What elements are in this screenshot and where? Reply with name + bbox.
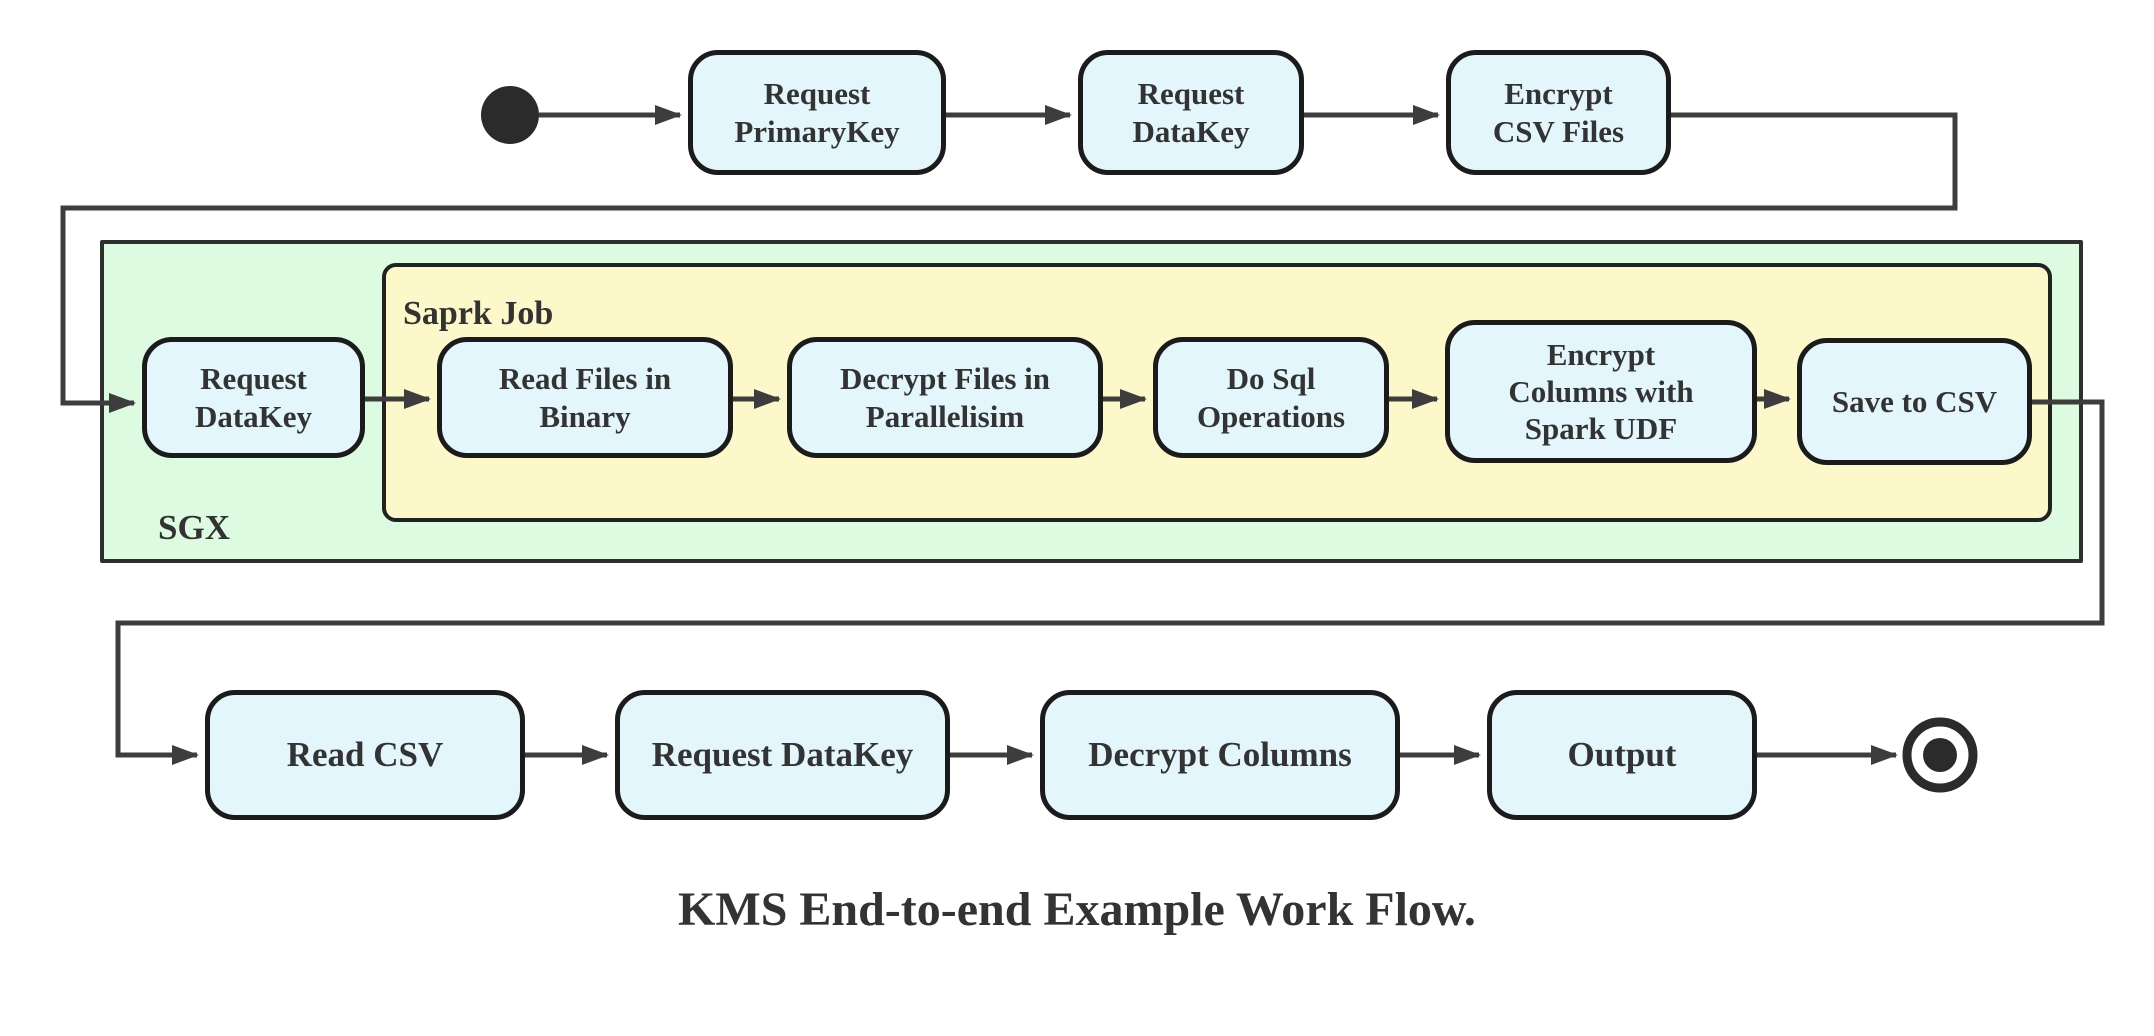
end-state-outer-ring bbox=[1902, 717, 1978, 793]
node-read-files-in-binary: Read Files in Binary bbox=[437, 337, 733, 458]
diagram-title: KMS End-to-end Example Work Flow. bbox=[678, 883, 1476, 936]
node-save-to-csv: Save to CSV bbox=[1797, 338, 2032, 465]
node-encrypt-columns-with-spark-udf: Encrypt Columns with Spark UDF bbox=[1445, 320, 1757, 463]
node-decrypt-files-in-parallelisim: Decrypt Files in Parallelisim bbox=[787, 337, 1103, 458]
node-output: Output bbox=[1487, 690, 1757, 820]
start-state-node bbox=[481, 86, 539, 144]
node-do-sql-operations: Do Sql Operations bbox=[1153, 337, 1389, 458]
end-state-node bbox=[1902, 717, 1978, 793]
node-request-primarykey: Request PrimaryKey bbox=[688, 50, 946, 175]
sgx-cluster-label: SGX bbox=[158, 508, 230, 547]
node-request-datakey-top: Request DataKey bbox=[1078, 50, 1304, 175]
node-decrypt-columns: Decrypt Columns bbox=[1040, 690, 1400, 820]
end-state-inner-dot bbox=[1923, 738, 1957, 772]
node-request-datakey-sgx: Request DataKey bbox=[142, 337, 365, 458]
node-read-csv: Read CSV bbox=[205, 690, 525, 820]
spark-job-cluster-label: Saprk Job bbox=[403, 295, 554, 332]
node-encrypt-csv-files: Encrypt CSV Files bbox=[1446, 50, 1671, 175]
node-request-datakey-bottom: Request DataKey bbox=[615, 690, 950, 820]
